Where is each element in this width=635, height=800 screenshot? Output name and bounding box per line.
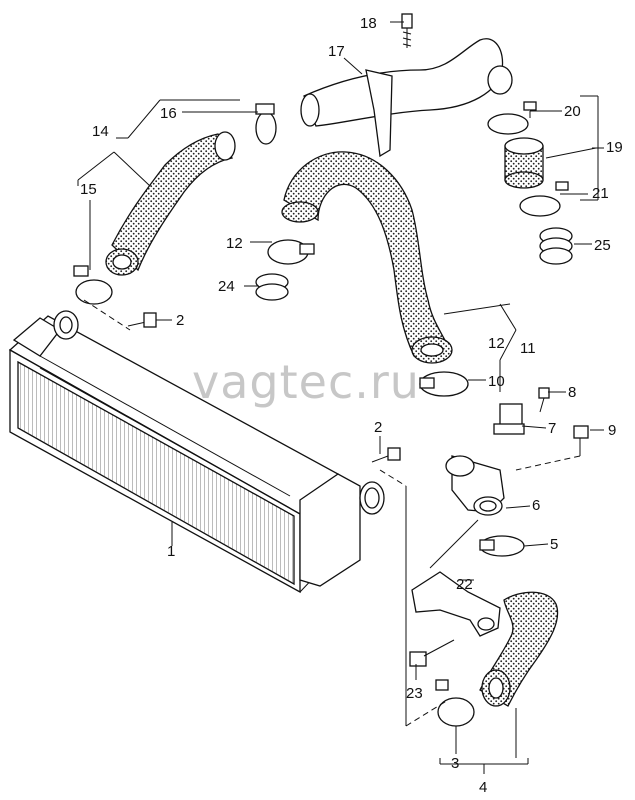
label-22: 22 (456, 576, 473, 593)
connector-pipe-6 (445, 455, 505, 516)
label-9: 9 (608, 422, 616, 439)
bracket-22 (411, 571, 501, 637)
label-7: 7 (548, 420, 556, 437)
clamp-15 (73, 265, 113, 305)
label-3: 3 (451, 755, 459, 772)
pressure-sensor-7 (493, 403, 525, 435)
bolt-18 (401, 13, 413, 48)
label-12-upper: 12 (226, 235, 243, 252)
leader-lines (77, 21, 604, 774)
label-8: 8 (568, 384, 576, 401)
label-12-lower: 12 (488, 335, 505, 352)
left-charge-hose (111, 133, 234, 272)
clamp-3 (435, 679, 475, 727)
watermark-text: vagtec.ru (192, 355, 420, 409)
clip-9 (573, 425, 589, 456)
label-15: 15 (80, 181, 97, 198)
clamp-20 (487, 101, 537, 135)
bolt-8 (538, 387, 550, 413)
clamp-16 (255, 103, 277, 145)
upper-pipe (303, 38, 504, 127)
label-11: 11 (520, 340, 536, 357)
intercooler (8, 310, 385, 594)
clamp-21 (519, 181, 569, 217)
clamp-5 (479, 535, 525, 557)
bolt-2-lower (371, 447, 401, 463)
label-24: 24 (218, 278, 235, 295)
bolt-23 (409, 639, 455, 667)
hose-end-top (214, 131, 236, 161)
label-2-upper: 2 (176, 312, 184, 329)
label-2-lower: 2 (374, 419, 382, 436)
label-4: 4 (479, 779, 487, 796)
clamp-12 (267, 239, 315, 265)
label-19: 19 (606, 139, 623, 156)
seal-ring-19 (504, 137, 544, 189)
label-23: 23 (406, 685, 423, 702)
pipe-bracket (365, 69, 393, 158)
label-18: 18 (360, 15, 377, 32)
label-20: 20 (564, 103, 581, 120)
label-14: 14 (92, 123, 109, 140)
label-16: 16 (160, 105, 177, 122)
label-17: 17 (328, 43, 345, 60)
label-5: 5 (550, 536, 558, 553)
label-21: 21 (592, 185, 609, 202)
center-charge-hose (283, 151, 449, 357)
clamp-10 (419, 371, 469, 397)
label-25: 25 (594, 237, 611, 254)
bolt-2-upper (127, 312, 157, 328)
label-6: 6 (532, 497, 540, 514)
seal-24 (255, 273, 289, 301)
label-10: 10 (488, 373, 505, 390)
label-1: 1 (167, 543, 175, 560)
o-ring-25 (539, 227, 573, 265)
